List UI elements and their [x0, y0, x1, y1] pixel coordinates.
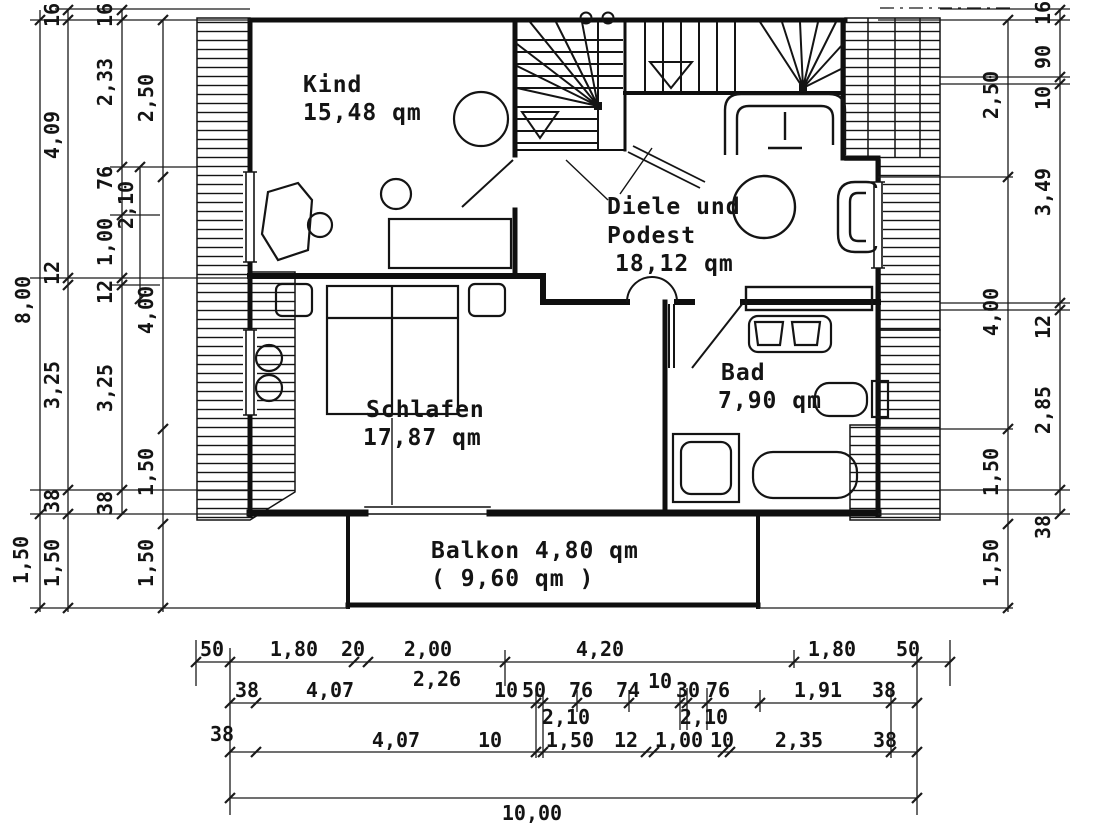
- dim-label: 38: [235, 678, 259, 702]
- dim-label: 50: [200, 637, 224, 661]
- dim-label: 1,50: [40, 539, 64, 587]
- windows: [243, 171, 885, 416]
- dim-label: 20: [341, 637, 365, 661]
- dim-label: 90: [1031, 45, 1055, 69]
- dim-left-balcony: 1,50: [9, 536, 33, 584]
- room-label-balkon: Balkon 4,80 qm: [431, 538, 639, 564]
- dim-label: 38: [872, 678, 896, 702]
- dimension-labels-bottom: 50 1,80 20 2,00 4,20 1,80 50 2,26 38 4,0…: [200, 637, 920, 825]
- dimension-labels-left: 8,00 1,50 16 4,09 12 3,25 38 1,50 16 2,3…: [9, 3, 158, 587]
- dim-sub-label: 2,10: [680, 705, 728, 729]
- dim-label: 10: [648, 669, 672, 693]
- dim-label: 38: [40, 489, 64, 513]
- dim-label: 2,50: [134, 74, 158, 122]
- room-label-kind: Kind: [303, 72, 362, 98]
- room-area-diele: 18,12 qm: [615, 251, 734, 277]
- dim-label: 2,50: [979, 71, 1003, 119]
- dimension-labels-right: 2,50 4,00 1,50 1,50 16 90 10 3,49 12 2,8…: [979, 1, 1055, 587]
- dim-label: 12: [614, 728, 638, 752]
- dim-label: 1,50: [979, 448, 1003, 496]
- room-label-schlafen: Schlafen: [366, 397, 485, 423]
- dim-label: 12: [93, 280, 117, 304]
- dim-label: 38: [210, 722, 234, 746]
- dim-label: 16: [40, 3, 64, 27]
- dim-label: 76: [93, 166, 117, 190]
- dim-label: 30: [676, 678, 700, 702]
- roof-hatch-right: [844, 17, 941, 521]
- dim-label: 74: [616, 678, 640, 702]
- room-label-bad: Bad: [721, 360, 766, 386]
- dim-label: 50: [522, 678, 546, 702]
- dim-label: 1,00: [655, 728, 703, 752]
- furniture-kind: [260, 90, 513, 270]
- furniture-schlafen: [254, 282, 507, 505]
- dim-label: 3,49: [1031, 168, 1055, 216]
- dim-label: 4,09: [40, 111, 64, 159]
- room-labels: Kind 15,48 qm Diele und Podest 18,12 qm …: [303, 72, 822, 592]
- dim-label: 1,00: [93, 218, 117, 266]
- dim-label: 12: [1031, 315, 1055, 339]
- dim-label: 4,00: [979, 288, 1003, 336]
- room-area-bad: 7,90 qm: [718, 388, 822, 414]
- dim-label: 4,07: [372, 728, 420, 752]
- roof-hatch-left: [196, 17, 296, 521]
- dim-label: 2,35: [775, 728, 823, 752]
- dim-label: 76: [706, 678, 730, 702]
- dim-label: 1,50: [546, 728, 594, 752]
- staircase: [516, 11, 844, 201]
- dim-label: 10: [710, 728, 734, 752]
- dim-label: 12: [40, 261, 64, 285]
- dim-label: 10: [478, 728, 502, 752]
- room-area-balkon-total: ( 9,60 qm ): [431, 566, 594, 592]
- walls: [246, 17, 882, 518]
- dimension-lines: [30, 4, 1070, 815]
- dim-label: 10: [1031, 86, 1055, 110]
- balcony-outline: [345, 513, 761, 609]
- dim-sub-label: 2,26: [413, 667, 461, 691]
- dim-left-total: 8,00: [11, 276, 35, 324]
- dim-label: 1,50: [134, 448, 158, 496]
- dim-label: 2,00: [404, 637, 452, 661]
- dim-label: 4,07: [306, 678, 354, 702]
- dim-label: 16: [1031, 1, 1055, 25]
- dim-label: 38: [873, 728, 897, 752]
- dim-label: 16: [93, 3, 117, 27]
- dim-label: 2,85: [1031, 386, 1055, 434]
- dim-label: 1,91: [794, 678, 842, 702]
- dim-left-window: 2,10: [114, 181, 138, 229]
- dim-label: 1,80: [808, 637, 856, 661]
- dim-label: 3,25: [93, 364, 117, 412]
- dim-label: 1,80: [270, 637, 318, 661]
- dim-sub-label: 2,10: [542, 705, 590, 729]
- room-label-diele-line1: Diele und: [607, 194, 741, 220]
- dim-label: 4,00: [134, 286, 158, 334]
- dim-label: 76: [569, 678, 593, 702]
- dim-label: 1,50: [134, 539, 158, 587]
- dim-label: 38: [93, 491, 117, 515]
- furniture-bad: [671, 314, 890, 504]
- doors: [461, 159, 744, 369]
- dim-label: 2,33: [93, 58, 117, 106]
- dim-label: 38: [1031, 515, 1055, 539]
- room-area-kind: 15,48 qm: [303, 100, 422, 126]
- dim-label: 3,25: [40, 361, 64, 409]
- dim-label: 4,20: [576, 637, 624, 661]
- room-label-diele-line2: Podest: [607, 223, 696, 249]
- room-area-schlafen: 17,87 qm: [363, 425, 482, 451]
- dim-total-label: 10,00: [502, 801, 562, 825]
- dim-label: 1,50: [979, 539, 1003, 587]
- dim-label: 50: [896, 637, 920, 661]
- furniture-diele: [723, 92, 878, 312]
- dim-label: 10: [494, 678, 518, 702]
